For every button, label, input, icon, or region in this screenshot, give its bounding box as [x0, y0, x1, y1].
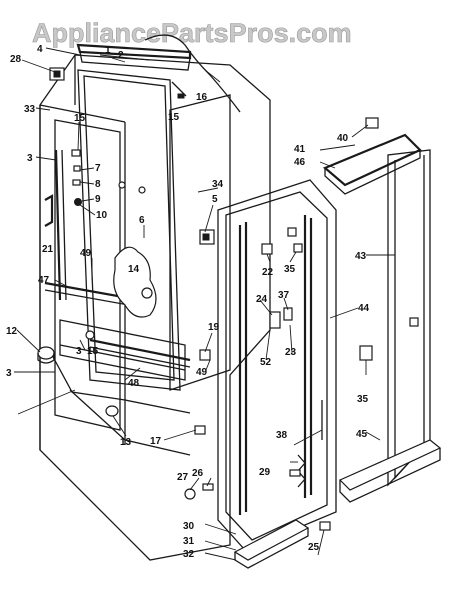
part-label-1: 1 [105, 45, 111, 56]
watermark-text: AppliancePartsPros.com [32, 18, 352, 48]
part-label-22: 22 [262, 267, 274, 278]
part-label-29: 29 [259, 467, 271, 478]
part-label-15: 15 [87, 346, 99, 357]
part-label-14: 14 [128, 264, 140, 275]
part-label-23: 23 [285, 347, 297, 358]
part-label-27: 27 [177, 472, 189, 483]
part-label-32: 32 [183, 549, 195, 560]
part-label-38: 38 [276, 430, 288, 441]
part-label-15: 15 [74, 113, 86, 124]
part-label-44: 44 [358, 303, 370, 314]
part-label-33: 33 [24, 104, 36, 115]
part-label-2: 2 [118, 50, 124, 61]
part-label-3: 3 [76, 346, 82, 357]
part-label-49: 49 [196, 367, 208, 378]
part-label-40: 40 [337, 133, 349, 144]
part-label-48: 48 [128, 378, 140, 389]
part-label-34: 34 [212, 179, 224, 190]
part-label-26: 26 [192, 468, 204, 479]
part-label-30: 30 [183, 521, 195, 532]
part-label-6: 6 [139, 215, 145, 226]
door-panel [322, 117, 442, 503]
part-label-4: 4 [37, 44, 43, 55]
part-label-37: 37 [278, 290, 290, 301]
part-label-10: 10 [96, 210, 108, 221]
part-label-35: 35 [284, 264, 296, 275]
part-label-43: 43 [355, 251, 367, 262]
part-label-3: 3 [6, 368, 12, 379]
part-label-28: 28 [10, 54, 22, 65]
part-label-47: 47 [38, 275, 50, 286]
part-label-31: 31 [183, 536, 195, 547]
part-label-17: 17 [150, 436, 162, 447]
part-label-46: 46 [294, 157, 306, 168]
cabinet-body [37, 34, 271, 561]
part-label-5: 5 [212, 194, 218, 205]
part-label-25: 25 [308, 542, 320, 553]
part-label-12: 12 [6, 326, 18, 337]
part-label-8: 8 [95, 179, 101, 190]
part-label-3: 3 [27, 153, 33, 164]
part-label-13: 13 [120, 437, 132, 448]
part-label-7: 7 [95, 163, 101, 174]
part-label-9: 9 [95, 194, 101, 205]
part-label-49: 49 [80, 248, 92, 259]
part-labels: 1 2 3 3 3 4 5 6 7 8 9 10 12 13 14 15 15 … [6, 44, 370, 560]
part-label-15: 15 [168, 112, 180, 123]
part-label-35: 35 [357, 394, 369, 405]
part-label-24: 24 [256, 294, 268, 305]
part-label-41: 41 [294, 144, 306, 155]
door-assembly [184, 179, 337, 569]
part-label-21: 21 [42, 244, 54, 255]
leader-lines [14, 47, 395, 561]
part-label-52: 52 [260, 357, 272, 368]
part-label-16: 16 [196, 92, 208, 103]
part-label-45: 45 [356, 429, 368, 440]
part-label-19: 19 [208, 322, 220, 333]
